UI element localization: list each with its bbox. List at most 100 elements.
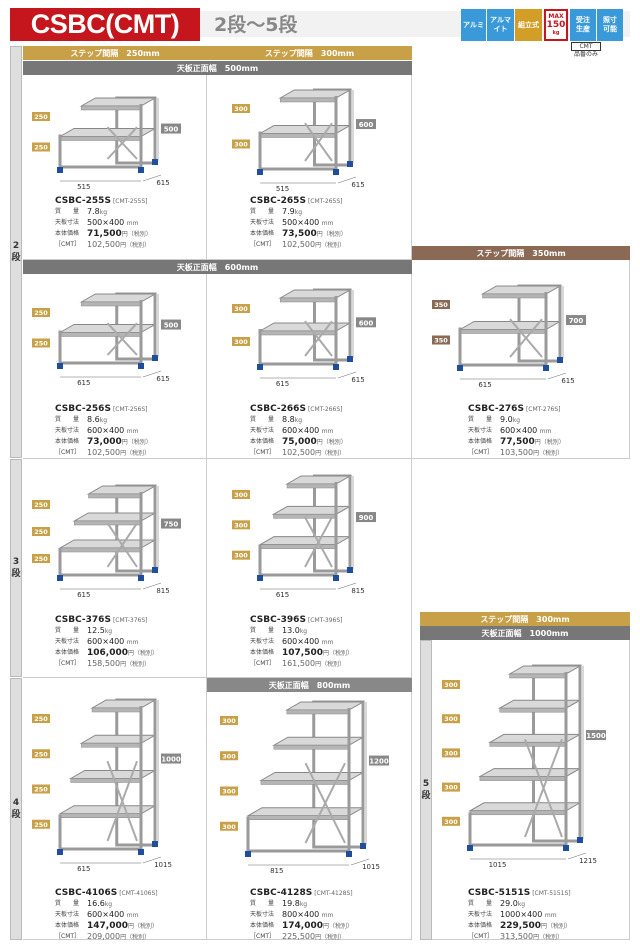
foot-cap bbox=[152, 841, 158, 847]
model-number: CSBC-255S bbox=[55, 196, 111, 206]
foot-cap bbox=[360, 843, 366, 849]
height-value: 500 bbox=[164, 322, 179, 330]
foot-cap bbox=[333, 575, 339, 581]
foot-cap bbox=[138, 575, 144, 581]
tax-note: 円（税別） bbox=[533, 450, 564, 457]
top-size-unit: mm bbox=[321, 639, 334, 646]
tax-note: 円（税別） bbox=[323, 923, 354, 930]
step-interval-value: 300 bbox=[444, 784, 458, 792]
price-value: 174,000 bbox=[282, 921, 323, 931]
top-size-label: 天板寸法 bbox=[55, 638, 80, 645]
foot-cap bbox=[57, 849, 63, 855]
tax-note: 円（税別） bbox=[128, 650, 159, 657]
step-interval-tag bbox=[232, 337, 250, 346]
top-size-unit: mm bbox=[321, 912, 334, 919]
weight-label: 質 量 bbox=[55, 900, 80, 907]
cmt-price-value: 102,500 bbox=[282, 448, 316, 457]
model-number: CSBC-376S bbox=[55, 615, 111, 625]
tax-note: 円（税別） bbox=[323, 650, 354, 657]
band-width-800: 天板正面幅 800mm bbox=[207, 678, 412, 692]
width-value: 615 bbox=[276, 591, 289, 599]
tax-note: 円（税別） bbox=[315, 661, 346, 668]
step-interval-value: 250 bbox=[34, 750, 48, 758]
cmt-price-value: 102,500 bbox=[282, 240, 316, 249]
weight-value: 16.6 bbox=[87, 899, 105, 908]
weight-label: 質 量 bbox=[55, 627, 80, 634]
weight-label: 質 量 bbox=[468, 416, 493, 423]
step-interval-tag bbox=[32, 714, 50, 723]
tax-note: 円（税別） bbox=[121, 231, 152, 238]
model-number: CSBC-276S bbox=[468, 404, 524, 414]
weight-label: 質 量 bbox=[250, 208, 275, 215]
cmt-price-label: ［CMT］ bbox=[468, 449, 494, 456]
step-interval-value: 300 bbox=[234, 521, 248, 529]
step-interval-value: 250 bbox=[34, 340, 48, 348]
tier-label-2: 2 段 bbox=[10, 46, 22, 458]
cmt-price-value: 161,500 bbox=[282, 659, 316, 668]
step-tread bbox=[271, 505, 352, 515]
step-tread bbox=[246, 807, 365, 817]
badge-b6-line1: 照寸 bbox=[603, 16, 617, 24]
top-size-label: 天板寸法 bbox=[468, 911, 493, 918]
depth-value: 615 bbox=[156, 179, 169, 187]
top-size-value: 500×400 bbox=[87, 218, 125, 227]
step-interval-value: 300 bbox=[444, 749, 458, 757]
depth-value: 615 bbox=[156, 375, 169, 383]
top-size-value: 1000×400 bbox=[500, 910, 543, 919]
height-value: 600 bbox=[359, 319, 374, 327]
foot-cap bbox=[138, 167, 144, 173]
step-interval-tag bbox=[220, 751, 238, 761]
step-tread bbox=[90, 699, 157, 709]
weight-label: 質 量 bbox=[250, 416, 275, 423]
badge-made-to-order: 受注生産 bbox=[570, 9, 596, 41]
price-value: 75,000 bbox=[282, 437, 317, 447]
foot-cap bbox=[57, 363, 63, 369]
top-size-unit: mm bbox=[126, 428, 139, 435]
weight-unit: kg bbox=[99, 417, 108, 424]
top-size-unit: mm bbox=[126, 639, 139, 646]
foot-cap bbox=[347, 161, 353, 167]
cmt-price-value: 102,500 bbox=[87, 448, 121, 457]
height-value: 600 bbox=[359, 121, 374, 129]
top-size-value: 600×400 bbox=[87, 910, 125, 919]
tax-note: 円（税別） bbox=[534, 439, 565, 446]
price-value: 229,500 bbox=[500, 921, 541, 931]
top-size-label: 天板寸法 bbox=[55, 427, 80, 434]
band-step-250: ステップ間隔 250mm bbox=[23, 46, 207, 60]
weight-unit: kg bbox=[299, 901, 308, 908]
step-tread bbox=[284, 701, 365, 711]
tier-2-text: 2 段 bbox=[11, 241, 21, 263]
badge-max-load: MAX 150 kg bbox=[544, 9, 568, 41]
cmt-model-number: [CMT-376S] bbox=[112, 617, 148, 624]
foot-cap bbox=[577, 837, 583, 843]
tax-note: 円（税別） bbox=[120, 450, 151, 457]
top-size-value: 600×400 bbox=[282, 637, 320, 646]
tier-3-text: 3 段 bbox=[11, 557, 21, 579]
cmt-model-number: [CMT-255S] bbox=[112, 198, 148, 205]
top-size-label: 天板寸法 bbox=[55, 219, 80, 226]
step-tread bbox=[72, 512, 157, 522]
model-number: CSBC-396S bbox=[250, 615, 306, 625]
price-label: 本体価格 bbox=[55, 230, 80, 237]
width-value: 615 bbox=[276, 380, 289, 388]
step-interval-value: 300 bbox=[234, 552, 248, 560]
tax-note: 円（税別） bbox=[121, 439, 152, 446]
weight-label: 質 量 bbox=[55, 208, 80, 215]
step-tread bbox=[278, 289, 352, 299]
top-size-label: 天板寸法 bbox=[250, 219, 275, 226]
step-tread bbox=[480, 285, 562, 295]
cmt-price-label: ［CMT］ bbox=[468, 933, 494, 940]
step-interval-tag bbox=[32, 819, 50, 829]
foot-cap bbox=[467, 845, 473, 851]
foot-cap bbox=[257, 575, 263, 581]
price-label: 本体価格 bbox=[250, 438, 275, 445]
weight-label: 質 量 bbox=[250, 900, 275, 907]
foot-cap bbox=[257, 364, 263, 370]
